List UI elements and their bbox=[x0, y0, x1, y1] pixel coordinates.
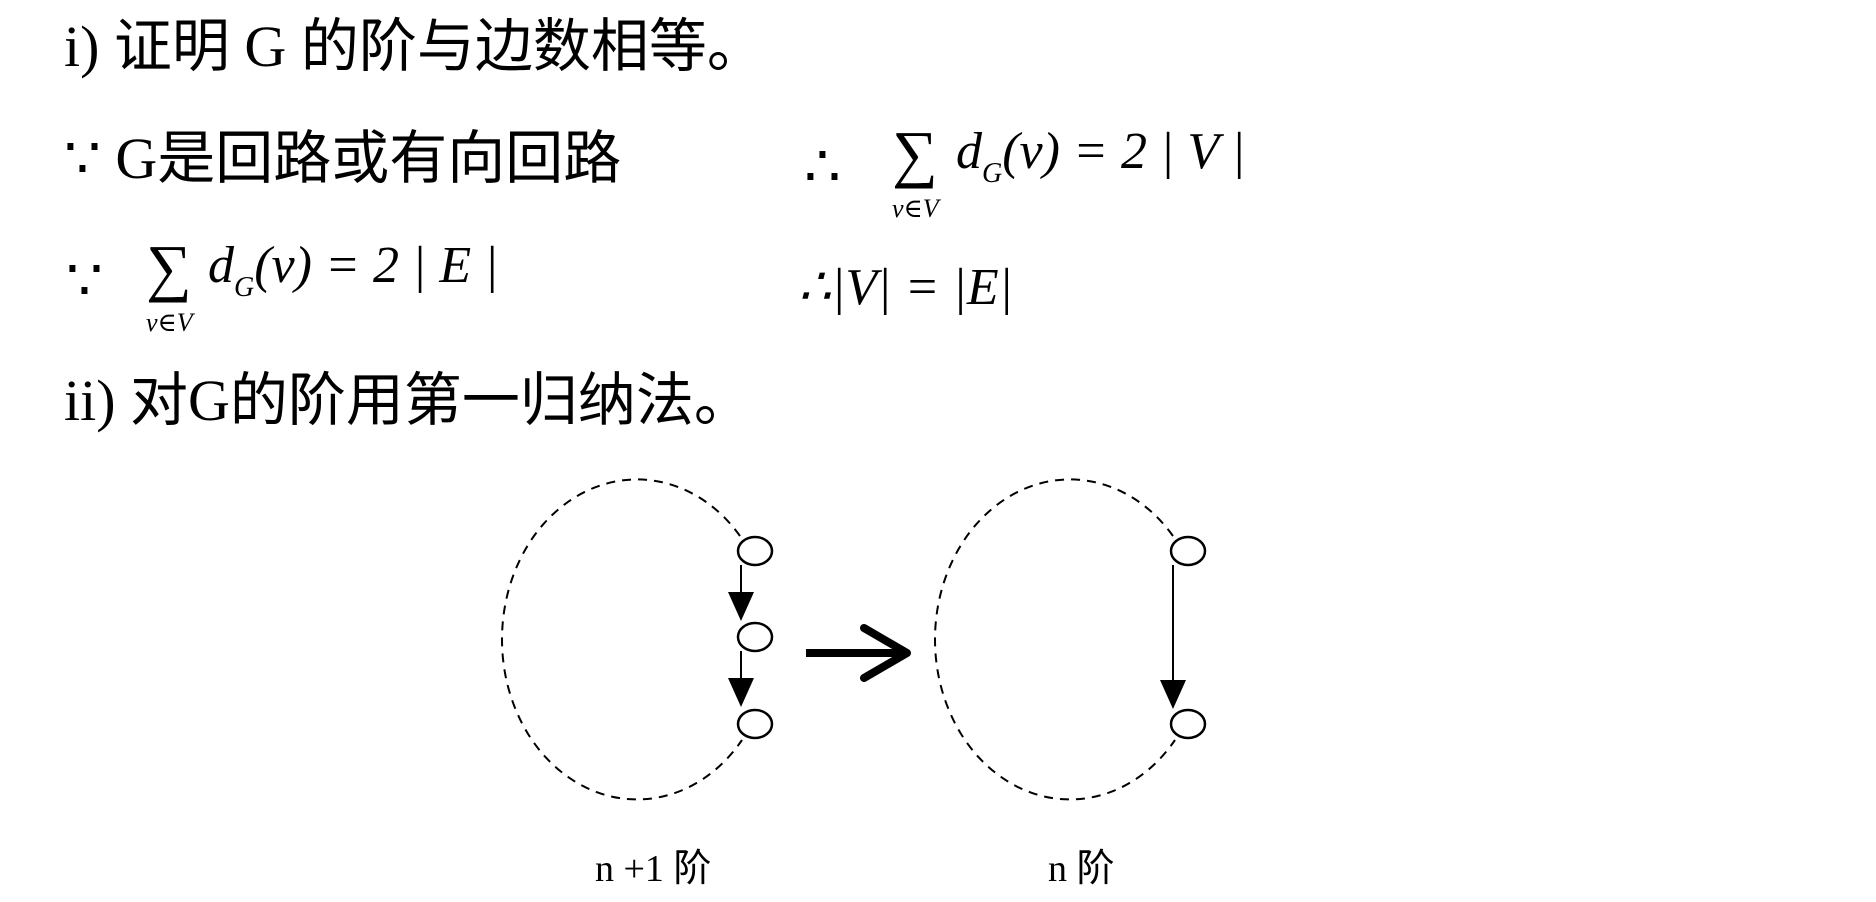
transform-arrow bbox=[806, 624, 911, 682]
sum-symbol: ∑ bbox=[892, 118, 938, 189]
vertex-right-1 bbox=[1169, 535, 1207, 567]
because-symbol: ∵ bbox=[66, 248, 103, 313]
vertex-left-3 bbox=[736, 708, 774, 740]
degree-d: d bbox=[208, 237, 234, 294]
vertex-left-2 bbox=[736, 621, 774, 653]
sum-index: v∈V bbox=[892, 194, 939, 223]
sum-index: v∈V bbox=[146, 308, 193, 337]
right-graph bbox=[934, 478, 1207, 801]
part1-heading: i) 证明 G 的阶与边数相等。 bbox=[64, 14, 765, 79]
therefore-v-equals-e: ∴|V| = |E| bbox=[798, 259, 1013, 316]
sum-symbol: ∑ bbox=[146, 232, 192, 303]
vertex-left-1 bbox=[736, 535, 774, 567]
arrow-head bbox=[860, 624, 911, 682]
because-statement-1: ∵ G是回路或有向回路 bbox=[64, 126, 622, 191]
sum-expression: dG(v) = 2 | E | bbox=[208, 237, 499, 302]
expression-rest: (v) = 2 | V | bbox=[1002, 123, 1246, 180]
dashed-cycle-right bbox=[934, 478, 1176, 801]
subscript-g: G bbox=[234, 272, 255, 303]
subscript-g: G bbox=[982, 158, 1003, 189]
degree-d: d bbox=[956, 123, 982, 180]
vertex-right-2 bbox=[1169, 708, 1207, 740]
arrowhead-left-2 bbox=[728, 678, 754, 707]
left-graph bbox=[501, 478, 774, 801]
right-graph-label: n 阶 bbox=[1048, 848, 1115, 890]
arrowhead-left-1 bbox=[728, 592, 754, 621]
left-graph-label: n +1 阶 bbox=[595, 848, 712, 890]
expression-rest: (v) = 2 | E | bbox=[254, 237, 499, 294]
therefore-symbol: ∴ bbox=[804, 134, 841, 199]
part2-heading: ii) 对G的阶用第一归纳法。 bbox=[64, 368, 752, 433]
sum-expression: dG(v) = 2 | V | bbox=[956, 123, 1246, 188]
arrowhead-right bbox=[1160, 680, 1186, 709]
dashed-cycle-left bbox=[501, 478, 743, 801]
